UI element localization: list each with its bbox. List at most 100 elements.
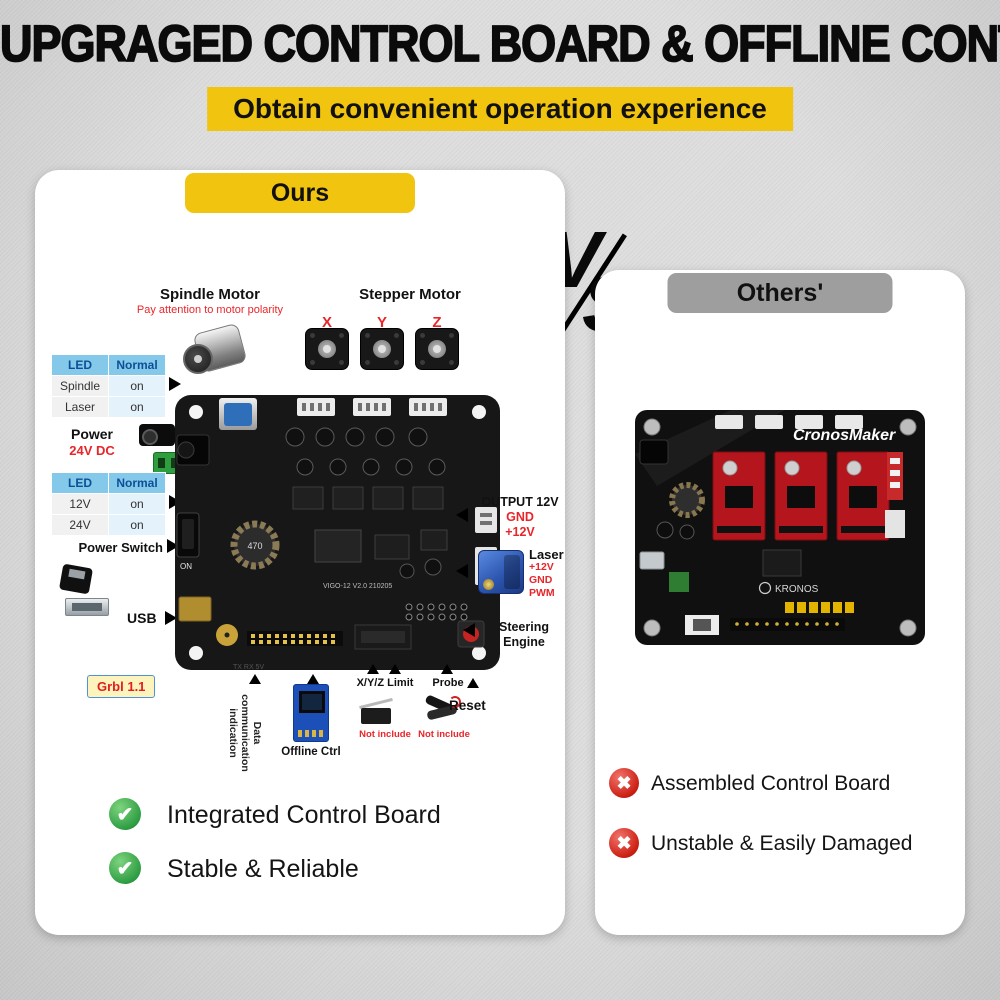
table-cell: on [108,514,166,536]
check-glyph: ✔ [116,803,134,826]
table-cell: on [108,375,166,397]
table-row: 24V on [51,514,166,536]
arrow-up-icon [307,674,319,684]
laser-label: Laser [529,547,564,562]
data-comm-line2: communication [239,694,251,772]
offline-controller-image [293,684,329,742]
inductor-marking: 470 [247,541,262,551]
power-label: Power [70,426,113,442]
data-comm-line1: Data [251,721,263,745]
output-title: OUTPUT 12V [481,495,559,509]
subheadline-banner: Obtain convenient operation experience [207,87,793,131]
laser-annotation: Laser +12V GND PWM [529,548,565,600]
table-header: Normal [108,472,166,494]
mini-usb-port [639,551,665,570]
issue-item: Unstable & Easily Damaged [651,832,913,855]
laser-module-image [478,550,524,594]
led-status-table-bottom: LED Normal 12V on 24V on [51,472,166,536]
stepper-connectors [297,398,447,416]
toroid-inductor [230,520,280,570]
capacitors [285,427,446,476]
driver-modules [712,451,890,541]
limit-label: X/Y/Z Limit [356,677,414,689]
dc-jack-icon [139,424,175,446]
laser-module-face [504,555,520,589]
uart-pins-label: TX RX 5V [233,664,265,671]
probe-wire [449,696,461,708]
table-cell: 12V [51,493,109,515]
headline: UPGRAGED CONTROL BOARD & OFFLINE CONTROL [0,13,1000,73]
capacitor [679,524,695,540]
offline-controller-screen [299,691,325,713]
check-icon: ✔ [109,798,141,830]
brand-logo-text: CronosMaker [793,427,896,444]
limit-probe-pins [405,603,468,621]
spindle-motor-note: Pay attention to motor polarity [136,304,284,316]
table-row: Laser on [51,396,166,418]
board-silk-text: KRONOS [775,584,819,595]
stepper-motor-label: Stepper Motor [359,286,461,303]
dc-power-jack [639,439,669,465]
usb-plug-silver [65,598,109,616]
cross-icon: ✖ [609,768,639,798]
steering-line2: Engine [503,635,545,649]
arrow-up-icon [249,674,261,684]
green-terminal [669,572,689,592]
jumper-caps [785,602,854,613]
stepper-face [373,340,391,358]
arrow-left-icon [456,508,468,522]
capacitor [656,521,674,539]
toroid-inductor [669,482,705,518]
top-connectors [715,415,863,429]
table-row: Spindle on [51,375,166,397]
check-icon: ✔ [109,852,141,884]
cross-glyph: ✖ [616,832,632,853]
arrow-right-icon [169,377,181,391]
ours-board-image: ON 470 VIGO-12 V2.0 210205 [175,395,500,670]
table-cell: on [108,493,166,515]
table-header: LED [51,354,109,376]
ours-tab: Ours [185,173,415,213]
usb-label: USB [127,610,157,626]
others-tab: Others' [667,273,893,313]
issue-item: Assembled Control Board [651,772,891,795]
feature-item: Integrated Control Board [167,801,441,829]
stepper-face [318,340,336,358]
cross-glyph: ✖ [616,772,632,793]
reset-label: Reset [449,698,486,713]
power-value: 24V DC [69,443,115,458]
steering-line1: Steering [498,620,549,634]
limit-switch-body [361,708,391,724]
arrow-up-icon [367,664,379,674]
output-12v: +12V [505,525,535,539]
axis-x-label: X [321,314,332,331]
offline-ctrl-label: Offline Ctrl [281,746,341,758]
spindle-connector [885,510,905,538]
mcu-chip [314,529,362,563]
output-annotation: OUTPUT 12V GND +12V [478,495,562,540]
laser-pwm: PWM [529,587,555,599]
stepper-motor-z-image [415,328,459,370]
check-glyph: ✔ [116,857,134,880]
stepper-face [428,340,446,358]
not-include-label: Not include [418,729,470,740]
table-cell: Spindle [51,375,109,397]
table-cell: 24V [51,514,109,536]
driver-chips [292,486,444,510]
board-silk-text: VIGO-12 V2.0 210205 [323,583,392,590]
corner-screws [643,418,917,637]
kronos-logo-mark [758,581,772,595]
table-row: 12V on [51,493,166,515]
steering-engine-annotation: Steering Engine [487,620,561,650]
stepper-motor-x-image [305,328,349,370]
led-status-table-top: LED Normal Spindle on Laser on [51,354,166,418]
spindle-motor-image [183,322,248,378]
arrow-up-icon [467,678,479,688]
probe-clip-image [419,694,463,726]
table-cell: on [108,396,166,418]
arrow-up-icon [441,664,453,674]
table-cell: Laser [51,396,109,418]
laser-lens [483,579,494,590]
cross-icon: ✖ [609,828,639,858]
probe-label: Probe [432,677,464,689]
